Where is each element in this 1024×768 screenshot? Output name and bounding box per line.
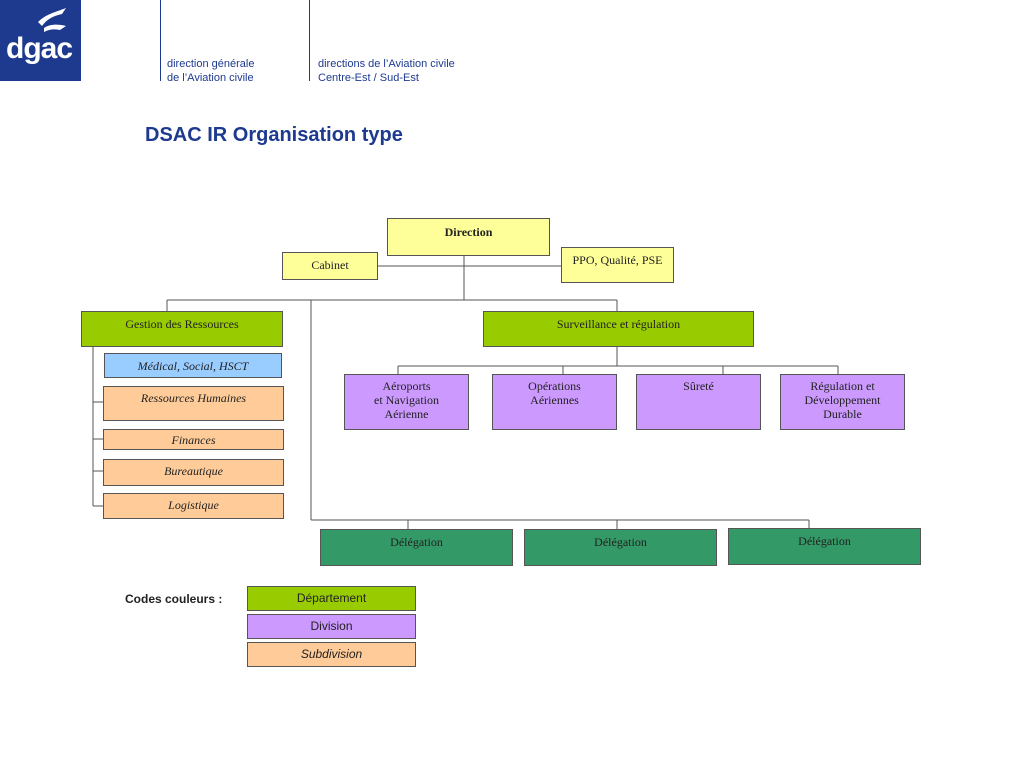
header-divider <box>309 0 310 81</box>
org-box-delegation: Délégation <box>728 528 921 565</box>
org-box-division-aeroports: Aéroports et Navigation Aérienne <box>344 374 469 430</box>
org-box-direction: Direction <box>387 218 550 256</box>
division-line: Aérienne <box>384 407 429 421</box>
header-left-line1: direction générale <box>167 58 255 70</box>
logo-text: dgac <box>6 32 73 65</box>
legend-label: Codes couleurs : <box>125 592 223 606</box>
division-line: Aériennes <box>530 393 579 407</box>
org-box-surveillance-regulation: Surveillance et régulation <box>483 311 754 347</box>
division-line: Durable <box>823 407 862 421</box>
division-line: Sûreté <box>683 379 714 393</box>
legend-item-division: Division <box>247 614 416 639</box>
org-box-gestion-ressources: Gestion des Ressources <box>81 311 283 347</box>
org-box-delegation: Délégation <box>320 529 513 566</box>
dgac-logo: dgac <box>0 0 81 81</box>
division-line: Opérations <box>528 379 581 393</box>
division-line: et Navigation <box>374 393 439 407</box>
division-line: Régulation et <box>810 379 875 393</box>
org-box-delegation: Délégation <box>524 529 717 566</box>
legend-item-departement: Département <box>247 586 416 611</box>
page-title: DSAC IR Organisation type <box>145 124 403 146</box>
header-left-text: direction générale de l’Aviation civile <box>167 57 254 85</box>
header-right-line1: directions de l’Aviation civile <box>318 58 455 70</box>
org-box-division-surete: Sûreté <box>636 374 761 430</box>
legend-item-subdivision: Subdivision <box>247 642 416 667</box>
org-box-cabinet: Cabinet <box>282 252 378 280</box>
header-left-line2: de l’Aviation civile <box>167 72 254 84</box>
org-box-ppo: PPO, Qualité, PSE <box>561 247 674 283</box>
org-box-division-regulation: Régulation et Développement Durable <box>780 374 905 430</box>
org-box-division-operations: Opérations Aériennes <box>492 374 617 430</box>
division-line: Aéroports <box>382 379 431 393</box>
division-line: Développement <box>804 393 881 407</box>
org-box-subdivision-rh: Ressources Humaines <box>103 386 284 421</box>
org-box-subdivision-medical: Médical, Social, HSCT <box>104 353 282 378</box>
header-divider <box>160 0 161 81</box>
org-box-subdivision-logistique: Logistique <box>103 493 284 519</box>
plane-icon <box>38 8 66 32</box>
org-box-subdivision-finances: Finances <box>103 429 284 450</box>
header-right-line2: Centre-Est / Sud-Est <box>318 72 419 84</box>
org-box-subdivision-bureautique: Bureautique <box>103 459 284 486</box>
header-right-text: directions de l’Aviation civile Centre-E… <box>318 57 455 85</box>
